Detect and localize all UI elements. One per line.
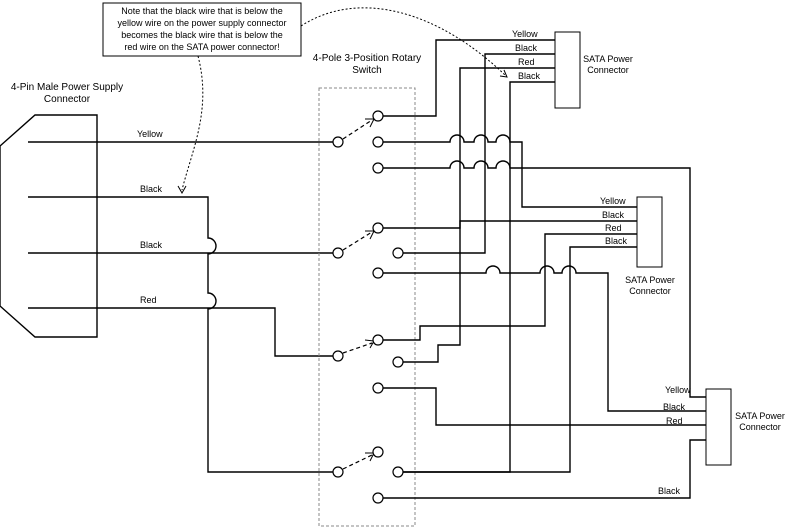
note-pointer-to-psu-black [181,55,204,191]
psu-wire-label-black-2: Black [140,240,163,250]
sata3-label-black-1: Black [663,402,686,412]
sata-connector-3-title-1: SATA Power [735,411,785,421]
note-line-1: Note that the black wire that is below t… [121,6,283,16]
sata1-label-yellow: Yellow [512,29,538,39]
wire-sata1-black-1 [403,53,555,254]
rotary-switch-housing [318,87,416,527]
wire-sata2-black-1 [383,220,637,229]
note-box [102,2,302,57]
psu-wire-label-red: Red [140,295,157,305]
arrowhead-sata [499,69,508,78]
sata1-label-black-2: Black [518,71,541,81]
pole-4-pos-2 [392,466,404,478]
pole-4-blade [342,454,373,470]
sata3-label-yellow: Yellow [665,385,691,395]
pole-3-pos-1 [372,334,384,346]
note-line-3: becomes the black wire that is below the [121,30,283,40]
pole-1-pos-2 [372,136,384,148]
sata-connector-3 [705,388,732,466]
pole-4-arrow [365,452,375,462]
wire-sata2-red [383,233,637,341]
wire-sata3-black-2 [383,439,706,499]
wire-sata2-black-2 [403,246,637,473]
pole-2-common [332,247,344,259]
sata2-label-yellow: Yellow [600,196,626,206]
pole-4-pos-1 [372,446,384,458]
note-pointer-to-sata-black [300,7,507,77]
sata-connector-2 [636,196,663,268]
pole-3-pos-3 [372,382,384,394]
pole-3-blade [342,342,373,354]
rotary-switch-title-1: 4-Pole 3-Position Rotary [313,53,421,64]
pole-1-pos-3 [372,162,384,174]
wire-sata1-yellow [383,39,555,117]
pole-2-arrow [365,230,375,240]
pole-3-pos-2 [392,356,404,368]
pole-2-pos-1 [372,222,384,234]
pole-2-blade [342,231,373,251]
pole-2-pos-2 [392,247,404,259]
sata1-label-red: Red [518,57,535,67]
sata-connector-1-title-1: SATA Power [583,54,633,64]
sata-connector-1 [554,31,581,109]
pole-3-common [332,350,344,362]
wire-psu-red [28,307,333,357]
wire-sata1-black-2 [403,81,555,473]
wire-psu-black-1 [28,196,333,473]
pole-2-pos-3 [372,267,384,279]
note-line-2: yellow wire on the power supply connecto… [117,18,286,28]
psu-connector-outline [0,114,98,338]
pole-1-common [332,136,344,148]
sata3-label-black-2: Black [658,486,681,496]
sata-connector-2-title-1: SATA Power [625,275,675,285]
sata-connector-2-title-2: Connector [629,286,671,296]
sata2-label-black-2: Black [605,236,628,246]
sata-connector-3-title-2: Connector [739,422,781,432]
wire-sata3-red [383,387,706,426]
wire-sata3-yellow [383,160,706,398]
sata-connector-1-title-2: Connector [587,65,629,75]
pole-4-common [332,466,344,478]
pole-4-pos-3 [372,492,384,504]
arrowhead-psu [177,185,187,195]
sata1-label-black-1: Black [515,43,538,53]
wire-sata2-yellow [383,134,637,208]
sata3-label-red: Red [666,416,683,426]
wire-sata1-red [403,67,555,363]
pole-1-pos-1 [372,110,384,122]
sata2-label-red: Red [605,223,622,233]
psu-wire-label-black-1: Black [140,184,163,194]
note-line-4: red wire on the SATA power connector! [124,42,279,52]
rotary-switch-title-2: Switch [352,65,381,76]
pole-1-blade [342,119,373,140]
psu-connector-title-1: 4-Pin Male Power Supply [11,82,123,93]
psu-connector-title-2: Connector [44,94,91,105]
psu-wire-label-yellow: Yellow [137,129,163,139]
sata2-label-black-1: Black [602,210,625,220]
wire-sata3-black-1 [383,265,706,412]
